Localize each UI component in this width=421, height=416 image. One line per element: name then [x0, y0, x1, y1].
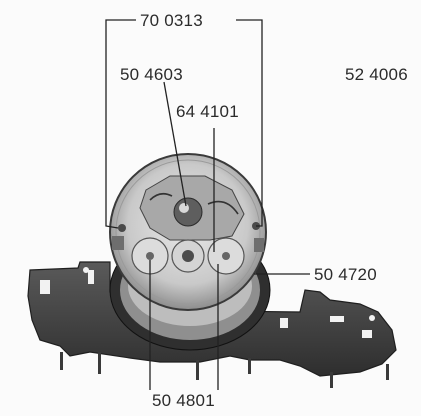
chassis-slot	[362, 330, 372, 338]
chassis-hole	[369, 315, 375, 321]
chassis-slot	[330, 316, 344, 322]
chassis-pin	[196, 360, 199, 380]
pad-center-core	[182, 250, 194, 262]
chassis-pin	[330, 372, 333, 388]
label-upper-left: 50 4603	[120, 65, 183, 84]
chassis-pin	[386, 364, 389, 380]
label-right-top: 52 4006	[345, 65, 408, 84]
label-upper-center: 64 4101	[176, 102, 239, 121]
side-block-right	[254, 238, 264, 252]
chassis-hole	[83, 267, 89, 273]
mechanism-spring	[207, 200, 239, 215]
label-top-bracket: 70 0313	[140, 11, 203, 30]
center-hub	[173, 197, 203, 227]
mechanism-spring	[149, 192, 173, 201]
leader-upper-left	[163, 81, 187, 207]
chassis-slot	[88, 270, 94, 284]
chassis-slot	[280, 318, 288, 328]
chassis-pin	[248, 358, 251, 374]
pad-right-center	[222, 252, 230, 260]
label-bottom-center: 50 4801	[152, 391, 215, 410]
side-block-left	[112, 236, 124, 250]
center-hub-highlight	[179, 203, 189, 213]
leader-top-bracket-right	[236, 19, 263, 227]
chassis-slot	[40, 280, 50, 294]
leader-top-bracket-left	[105, 19, 136, 229]
screw-left	[118, 224, 126, 232]
leader-lines	[105, 19, 310, 390]
pad-left-center	[146, 252, 154, 260]
chassis-pin	[98, 352, 101, 374]
chassis-pin	[60, 352, 63, 370]
label-right-middle: 50 4720	[314, 265, 377, 284]
round-plate-rim	[115, 159, 261, 305]
